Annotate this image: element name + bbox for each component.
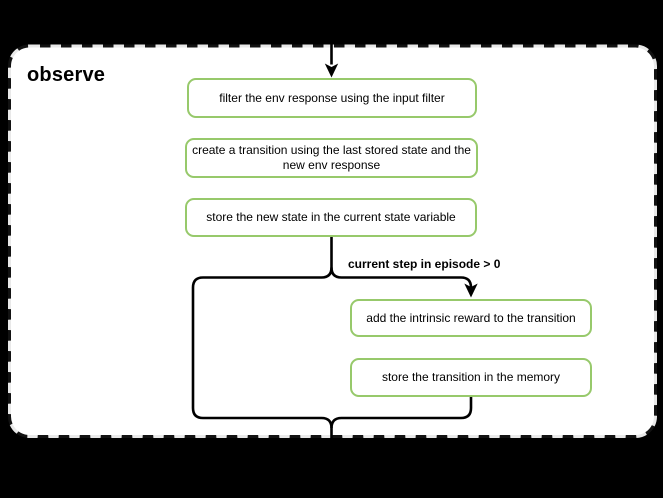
node-store-transition-memory: store the transition in the memory: [350, 358, 592, 397]
node-store-new-state: store the new state in the current state…: [185, 198, 477, 237]
node-create-transition: create a transition using the last store…: [185, 138, 478, 178]
connector-branch-right: [330, 267, 473, 288]
diagram-title: observe: [27, 64, 106, 86]
entry-arrowhead-icon: [324, 63, 339, 78]
node-label: store the transition in the memory: [381, 370, 561, 384]
node-label: add the intrinsic reward to the transiti…: [366, 310, 576, 325]
node-label: store the new state in the current state…: [206, 210, 456, 224]
condition-label: current step in episode > 0: [348, 257, 501, 271]
node-filter-env-response: filter the env response using the input …: [187, 78, 477, 118]
connector-merge-right: [330, 396, 473, 429]
node-label: filter the env response using the input …: [219, 90, 445, 105]
node-add-intrinsic-reward: add the intrinsic reward to the transiti…: [350, 299, 592, 337]
connector-branch-left: [191, 267, 333, 456]
node-label: create a transition using the last store…: [192, 143, 471, 172]
branch-arrowhead-icon: [464, 283, 478, 298]
